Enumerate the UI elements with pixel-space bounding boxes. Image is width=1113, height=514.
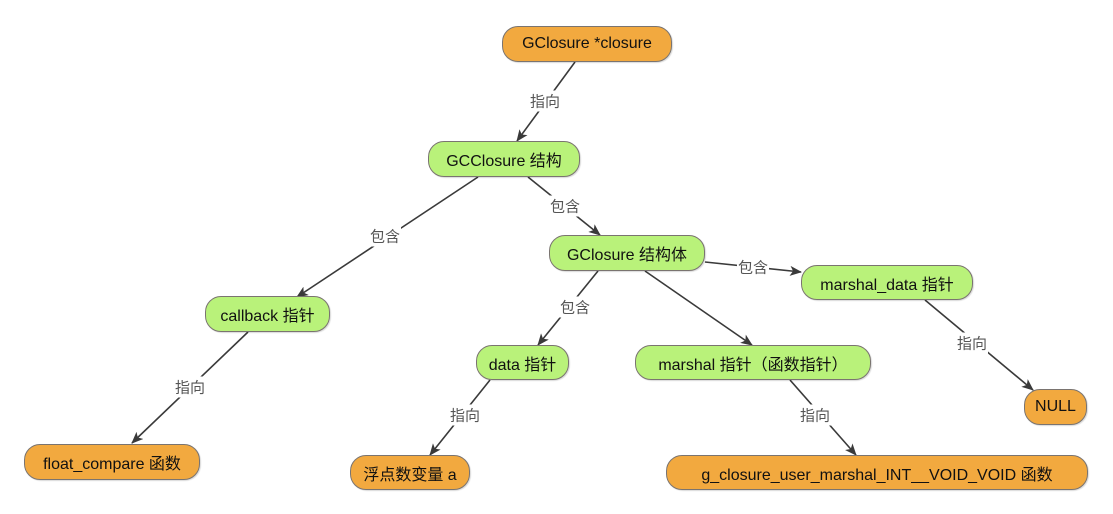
node-callback-pointer[interactable]: callback 指针 [205,296,330,332]
node-marshal-data-pointer[interactable]: marshal_data 指针 [801,265,973,300]
edge-label-points-to: 指向 [955,332,989,354]
node-label: g_closure_user_marshal_INT__VOID_VOID 函数 [701,466,1053,484]
node-gclosure-struct[interactable]: GClosure 结构体 [549,235,705,271]
node-gclosure-pointer[interactable]: GClosure *closure [502,26,672,62]
node-float-variable[interactable]: 浮点数变量 a [350,455,470,490]
node-data-pointer[interactable]: data 指针 [476,345,569,380]
edge-label-points-to: 指向 [798,404,832,426]
node-label: marshal 指针（函数指针） [658,356,848,374]
edge-label-contains: 包含 [736,256,770,278]
edge-label-contains: 包含 [368,225,402,247]
edge-gclosure-to-marshal [644,270,753,346]
node-label: callback 指针 [220,308,315,325]
edge-label-contains: 包含 [558,296,592,318]
node-label: NULL [1035,398,1076,415]
node-label: marshal_data 指针 [820,276,954,294]
node-null[interactable]: NULL [1024,389,1087,425]
node-marshal-pointer[interactable]: marshal 指针（函数指针） [635,345,871,380]
edge-label-contains: 包含 [548,195,582,217]
node-marshal-function[interactable]: g_closure_user_marshal_INT__VOID_VOID 函数 [666,455,1088,490]
node-label: 浮点数变量 a [363,466,457,484]
node-label: GClosure *closure [522,35,652,52]
node-label: data 指针 [488,356,557,374]
node-label: GClosure 结构体 [566,247,688,264]
node-label: GCClosure 结构 [446,153,562,170]
node-gcclosure-struct[interactable]: GCClosure 结构 [428,141,580,177]
edge-label-points-to: 指向 [528,90,562,112]
node-float-compare-function[interactable]: float_compare 函数 [24,444,200,480]
edge-label-points-to: 指向 [448,404,482,426]
edge-label-points-to: 指向 [173,376,207,398]
node-label: float_compare 函数 [43,456,181,473]
